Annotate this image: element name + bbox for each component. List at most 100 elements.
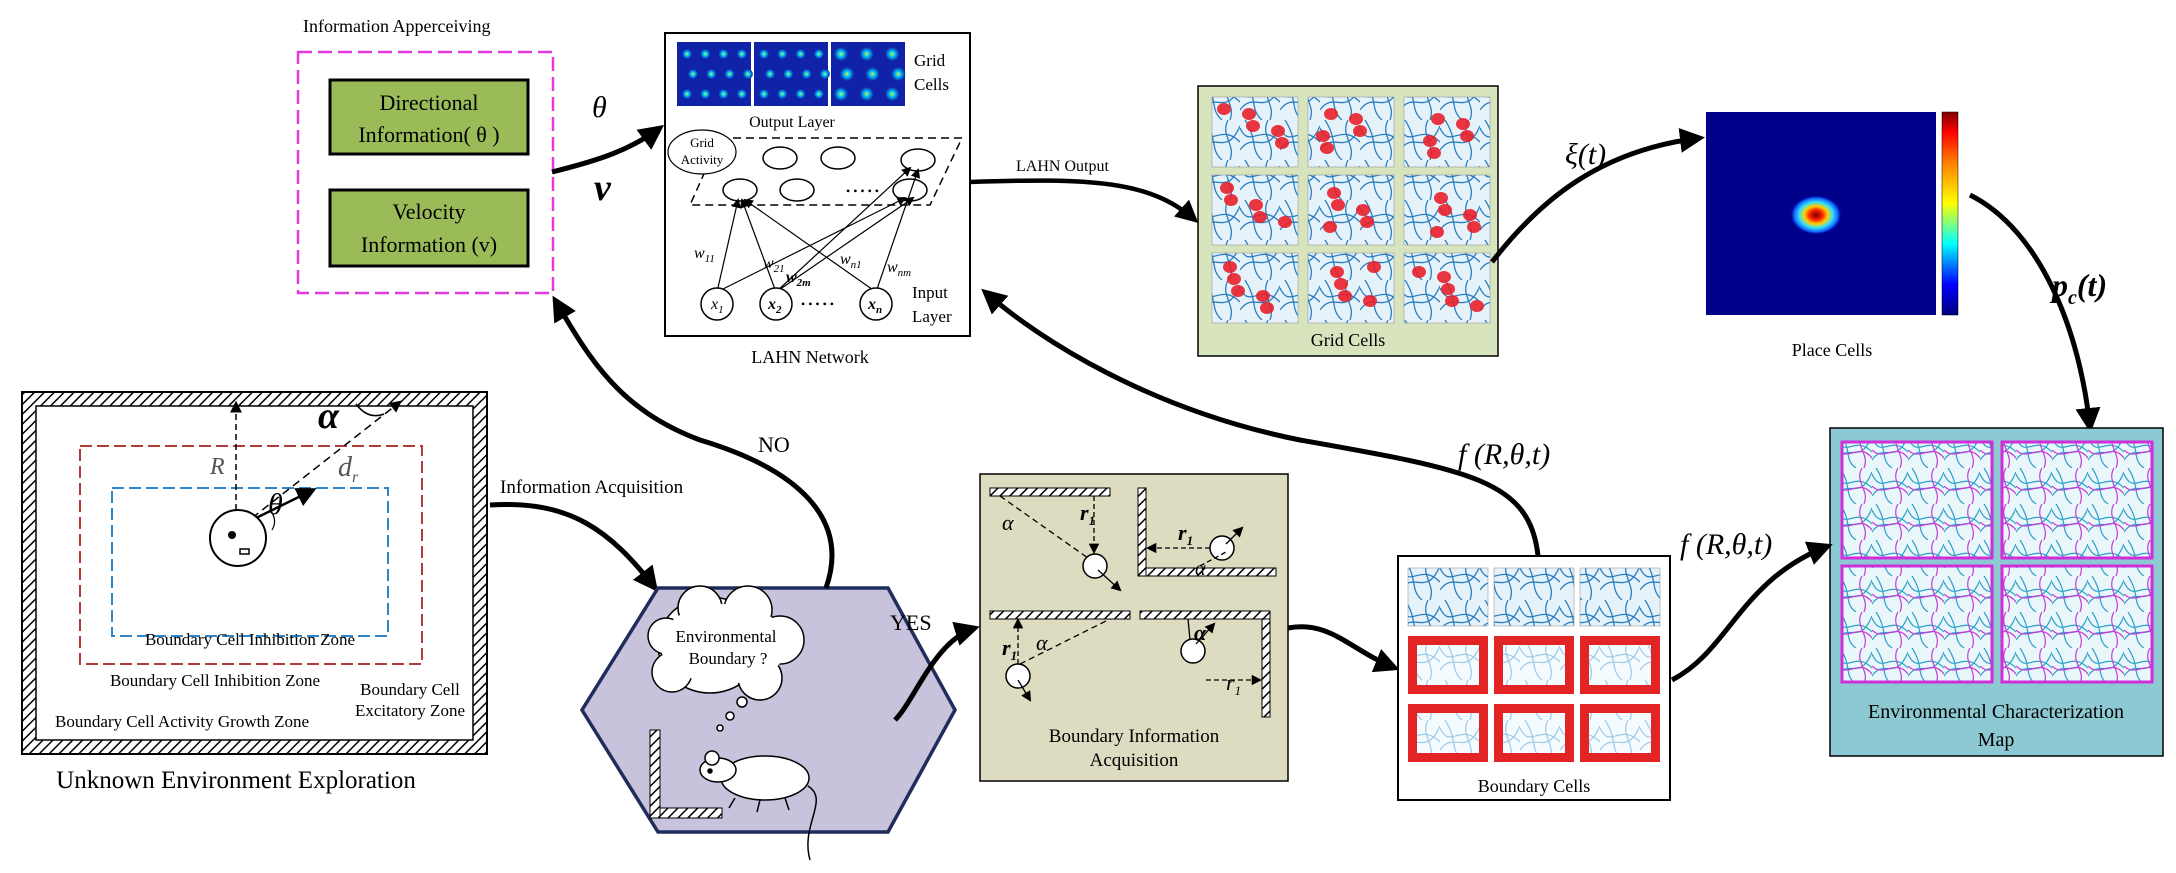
output-layer-plane bbox=[688, 137, 964, 206]
directional-info-box bbox=[328, 78, 530, 156]
boundary-rate-map bbox=[1579, 567, 1661, 627]
grid-firing-field bbox=[859, 47, 874, 61]
weight-wnm: wnm bbox=[887, 259, 911, 279]
grid-firing-field bbox=[1434, 192, 1448, 204]
dr-label: dr bbox=[338, 452, 359, 486]
env-map-tile bbox=[1840, 564, 1994, 684]
grid-firing-field bbox=[1256, 290, 1270, 302]
boundary-rate-map-inner bbox=[1503, 713, 1565, 753]
excitatory-line2: Excitatory Zone bbox=[355, 701, 465, 720]
thought-cloud bbox=[647, 585, 805, 732]
grid-firing-field bbox=[765, 69, 775, 79]
grid-firing-field bbox=[736, 49, 747, 59]
env-theta-label: θ bbox=[268, 488, 283, 521]
bi-r1-4: r1 bbox=[1226, 670, 1241, 698]
weight-w2m: w2m bbox=[786, 269, 811, 289]
grid-firing-field bbox=[1427, 147, 1441, 159]
place-cells-caption: Place Cells bbox=[1792, 340, 1872, 360]
boundary-walls bbox=[989, 487, 1277, 718]
output-dots: • • • • • bbox=[846, 184, 879, 198]
f-top-label: f (R,θ,t) bbox=[1458, 438, 1550, 471]
boundary-cell-maps bbox=[1407, 567, 1661, 762]
dr-line bbox=[251, 400, 402, 519]
grid-firing-field bbox=[682, 89, 692, 99]
grid-firing-field bbox=[1470, 300, 1484, 312]
lahn-network-caption: LAHN Network bbox=[751, 347, 868, 367]
lahn-output-label: LAHN Output bbox=[1016, 158, 1109, 175]
grid-cells-caption: Grid Cells bbox=[1311, 330, 1386, 350]
grid-firing-field bbox=[718, 89, 729, 99]
velocity-info-line2: Information (v) bbox=[361, 232, 497, 257]
grid-firing-field bbox=[1467, 221, 1481, 233]
heading-arrow bbox=[251, 488, 317, 522]
directional-info-line1: Directional bbox=[380, 90, 479, 115]
grid-firing-field bbox=[865, 67, 880, 81]
grid-firing-field bbox=[1431, 113, 1445, 125]
inhibition-inner-label: Boundary Cell Inhibition Zone bbox=[145, 630, 355, 649]
grid-firing-field bbox=[1367, 261, 1381, 273]
grid-cell-rate-maps bbox=[1211, 96, 1491, 324]
no-arrow bbox=[552, 295, 835, 589]
directional-info-line2: Information( θ ) bbox=[358, 122, 499, 147]
inhibition-outer-label: Boundary Cell Inhibition Zone bbox=[110, 671, 320, 690]
grid-firing-field bbox=[795, 49, 806, 59]
env-map-caption-line2: Map bbox=[1978, 729, 2015, 751]
v-label: v bbox=[594, 167, 612, 209]
excitatory-line1: Boundary Cell bbox=[360, 680, 460, 699]
grid-firing-field bbox=[1271, 125, 1285, 137]
input-layer-line1: Input bbox=[912, 283, 948, 302]
grid-firing-field bbox=[1242, 108, 1256, 120]
no-label: NO bbox=[758, 432, 790, 457]
growth-label: Boundary Cell Activity Growth Zone bbox=[55, 712, 309, 731]
to-boundary-cells-arrow bbox=[1287, 624, 1400, 673]
grid-firing-field bbox=[1220, 182, 1234, 194]
grid-firing-field bbox=[1260, 302, 1274, 314]
environment-caption: Unknown Environment Exploration bbox=[56, 767, 416, 794]
f-right-label: f (R,θ,t) bbox=[1680, 528, 1772, 561]
grid-firing-field bbox=[1275, 137, 1289, 149]
grid-firing-field bbox=[700, 49, 711, 59]
agent-eye bbox=[239, 548, 250, 555]
R-label: R bbox=[209, 454, 225, 480]
grid-firing-field bbox=[885, 87, 900, 101]
grid-firing-field bbox=[1330, 266, 1344, 278]
grid-firing-field bbox=[1224, 194, 1238, 206]
grid-firing-field bbox=[777, 49, 788, 59]
lahn-connections bbox=[716, 166, 921, 293]
bi-alpha-3: α bbox=[1036, 630, 1048, 655]
boundary-rate-map-inner bbox=[1589, 713, 1651, 753]
grid-cell-heatmaps bbox=[677, 42, 906, 106]
lahn-grid-cells-line2: Cells bbox=[914, 75, 949, 94]
grid-firing-field bbox=[1278, 216, 1292, 228]
boundary-rate-map-inner bbox=[1503, 645, 1565, 685]
boundary-info-panel bbox=[979, 473, 1289, 782]
grid-firing-field bbox=[1363, 295, 1377, 307]
theta-v-arrow bbox=[551, 125, 665, 175]
lahn-grid-cells-line1: Grid bbox=[914, 51, 946, 70]
input-x2: x2 bbox=[767, 296, 782, 316]
grid-firing-field bbox=[795, 89, 806, 99]
info-acquisition-label: Information Acquisition bbox=[500, 477, 684, 498]
grid-firing-field bbox=[706, 69, 717, 79]
grid-firing-field bbox=[1349, 113, 1363, 125]
env-map-caption-line1: Environmental Characterization bbox=[1868, 701, 2124, 723]
boundary-rate-map bbox=[1407, 567, 1489, 627]
input-layer-line2: Layer bbox=[912, 307, 952, 326]
grid-firing-field bbox=[1223, 261, 1237, 273]
grid-firing-field bbox=[688, 69, 698, 79]
grid-firing-field bbox=[700, 89, 711, 99]
grid-firing-field bbox=[813, 49, 824, 59]
grid-firing-field bbox=[759, 89, 769, 99]
grid-firing-field bbox=[813, 89, 824, 99]
thought-line1: Environmental bbox=[675, 627, 776, 646]
grid-firing-field bbox=[1231, 285, 1245, 297]
grid-firing-field bbox=[834, 47, 848, 61]
velocity-info-line1: Velocity bbox=[392, 199, 465, 224]
grid-firing-field bbox=[859, 87, 874, 101]
env-map-tile bbox=[2000, 564, 2154, 684]
bi-alpha-2: α bbox=[1195, 558, 1206, 580]
grid-activity-bubble bbox=[667, 129, 737, 175]
grid-firing-field bbox=[682, 49, 692, 59]
f-right-arrow bbox=[1670, 541, 1833, 683]
